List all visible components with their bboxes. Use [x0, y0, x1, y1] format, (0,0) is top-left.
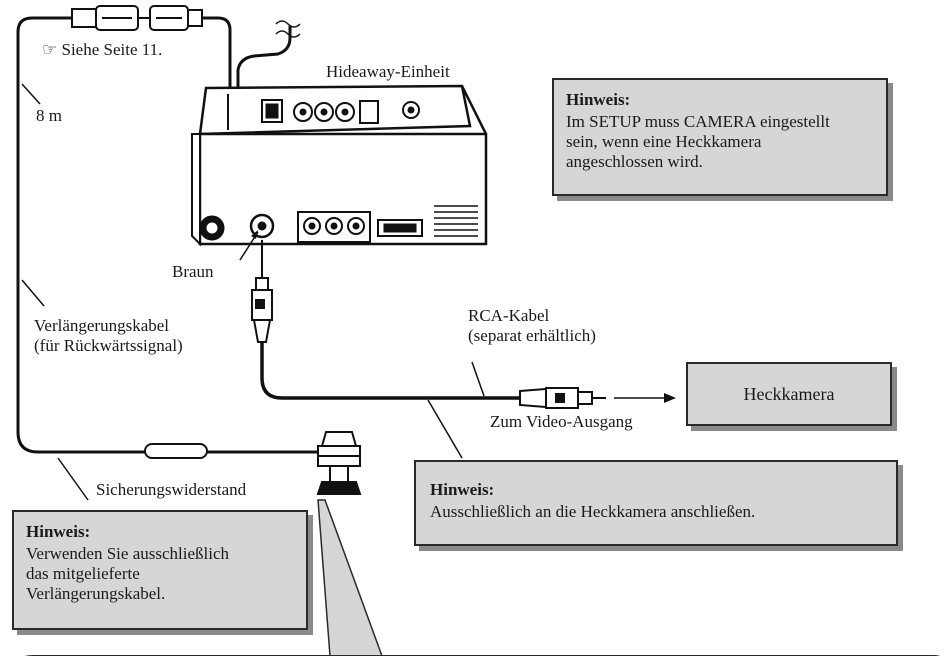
cable-length-label: 8 m	[36, 106, 62, 125]
note-title: Hinweis:	[26, 522, 91, 541]
note-title: Hinweis:	[566, 90, 631, 109]
rca-cable-label-line1: RCA-Kabel	[468, 306, 550, 325]
video-out-label: Zum Video-Ausgang	[490, 412, 633, 431]
rear-camera-box: Heckkamera	[686, 362, 892, 426]
note-camera-setup: Hinweis: Im SETUP muss CAMERA eingestell…	[552, 78, 888, 196]
extension-cable	[16, 16, 145, 454]
rca-plug	[251, 240, 273, 343]
note-line: das mitgelieferte	[26, 564, 140, 583]
fuse-resistor	[144, 443, 208, 459]
brown-label: Braun	[172, 262, 214, 281]
extension-cable-plug	[71, 5, 203, 31]
rca-plug-camera	[519, 387, 606, 409]
note-line: Verwenden Sie ausschließlich	[26, 544, 229, 563]
rear-camera-label: Heckkamera	[743, 383, 835, 404]
extension-cable-label-line2: (für Rückwärtssignal)	[34, 336, 183, 355]
note-title: Hinweis:	[430, 480, 495, 499]
rca-cable-label-line2: (separat erhältlich)	[468, 326, 596, 345]
see-page-label: Siehe Seite 11.	[61, 40, 163, 59]
note-extension-cable: Hinweis: Verwenden Sie ausschließlich da…	[12, 510, 308, 630]
rca-cable	[260, 342, 520, 400]
see-page-reference: ☞ Siehe Seite 11.	[42, 40, 162, 60]
note-line: angeschlossen wird.	[566, 152, 703, 171]
wire-tap-connector	[316, 431, 362, 495]
note-line: Verlängerungskabel.	[26, 584, 166, 603]
note-rear-camera-only: Hinweis: Ausschließlich an die Heckkamer…	[414, 460, 898, 546]
hideaway-unit	[191, 84, 488, 247]
fuse-resistor-label: Sicherungswiderstand	[96, 480, 247, 499]
extension-cable-label-line1: Verlängerungskabel	[34, 316, 170, 335]
note-line: Ausschließlich an die Heckkamera anschli…	[430, 502, 756, 521]
rca-cable-label: RCA-Kabel (separat erhältlich)	[468, 306, 596, 346]
note-line: sein, wenn eine Heckkamera	[566, 132, 762, 151]
hideaway-unit-label: Hideaway-Einheit	[326, 62, 450, 81]
extension-cable-label: Verlängerungskabel (für Rückwärtssignal)	[34, 316, 183, 356]
note-line: Im SETUP muss CAMERA eingestellt	[566, 112, 830, 131]
pointing-hand-icon: ☞	[42, 40, 58, 60]
